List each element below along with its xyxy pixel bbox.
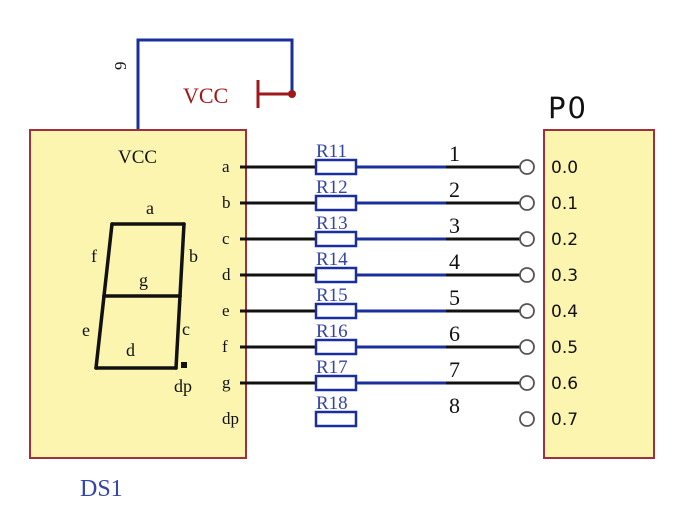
display-pin-label: c [222,229,230,248]
port-pin-label: 0.5 [551,338,578,358]
resistor-ref-label: R11 [316,141,347,162]
resistor-body [314,410,358,428]
port-pin-terminal [519,159,535,175]
net-number-label: 3 [449,213,460,238]
display-vcc-label: VCC [118,147,157,168]
port-pin-terminal [519,375,535,391]
display-pin-label: d [222,265,231,284]
port-pin-label: 0.6 [551,374,578,394]
resistor-ref-label: R12 [316,177,348,198]
segment-label-c: c [182,319,190,339]
port-pin-label: 0.7 [551,410,578,430]
display-pin-label: b [222,193,231,212]
net-number-label: 5 [449,285,460,310]
net-number-label: 1 [449,141,460,166]
resistor-ref-label: R18 [316,393,348,414]
display-pin-label: g [222,373,231,392]
port-pin-label: 0.4 [551,302,578,322]
resistor-body [314,374,358,392]
port-pin-terminal [519,339,535,355]
segment-label-f: f [91,246,97,266]
vcc-power-label: VCC [183,83,228,108]
port-pin-label: 0.1 [551,194,578,214]
vcc-power-symbol: VCC [183,80,296,108]
segment-c [174,294,182,370]
display-body [29,129,247,459]
port-name: P0 [548,91,588,125]
resistor-body [314,230,358,248]
resistor-ref-label: R14 [316,249,348,270]
segment-e [94,294,106,370]
segment-dp [181,362,187,368]
net-number-label: 8 [449,393,460,418]
segment-label-dp: dp [174,376,192,396]
port-body [543,129,655,459]
segment-label-d: d [126,340,135,360]
segment-label-e: e [82,320,90,340]
vcc-junction-dot [288,90,296,98]
segment-glyph [94,222,186,370]
display-vcc-pin-number: 9 [111,62,130,71]
port-pin-terminal [519,231,535,247]
segment-b [178,222,186,298]
net-number-label: 2 [449,177,460,202]
resistor-body [314,302,358,320]
port-pin-terminal [519,411,535,427]
display-ref-label: DS1 [80,476,123,502]
port-pin-label: 0.0 [551,158,578,178]
vcc-supply-wire [136,38,294,130]
segment-label-b: b [189,246,198,266]
port-pin-terminal [519,267,535,283]
net-number-label: 6 [449,321,460,346]
display-pin-label: f [222,337,228,356]
port-pin-terminal [519,303,535,319]
port-pin-labels: 0.0 0.1 0.2 0.3 0.4 0.5 0.6 0.7 [551,158,578,430]
display-pin-label: e [222,301,230,320]
net-number-label: 7 [449,357,460,382]
net-number-label: 4 [449,249,460,274]
resistor-ref-label: R13 [316,213,348,234]
port-pin-label: 0.3 [551,266,578,286]
resistor-ref-label: R17 [316,357,348,378]
resistor-body [314,266,358,284]
display-pin-label: a [222,157,230,176]
port-pin-label: 0.2 [551,230,578,250]
resistor-body [314,338,358,356]
segment-label-g: g [139,270,148,290]
segment-label-a: a [146,198,154,218]
resistor-ref-label: R15 [316,285,348,306]
resistor-body [314,194,358,212]
segment-f [102,222,114,298]
port-p0: P0 0.0 0.1 0.2 0.3 0.4 0.5 0.6 0.7 [543,91,655,459]
display-pin-label: dp [222,409,239,428]
port-pin-terminal [519,195,535,211]
resistor-body [314,158,358,176]
resistor-ref-label: R16 [316,321,348,342]
